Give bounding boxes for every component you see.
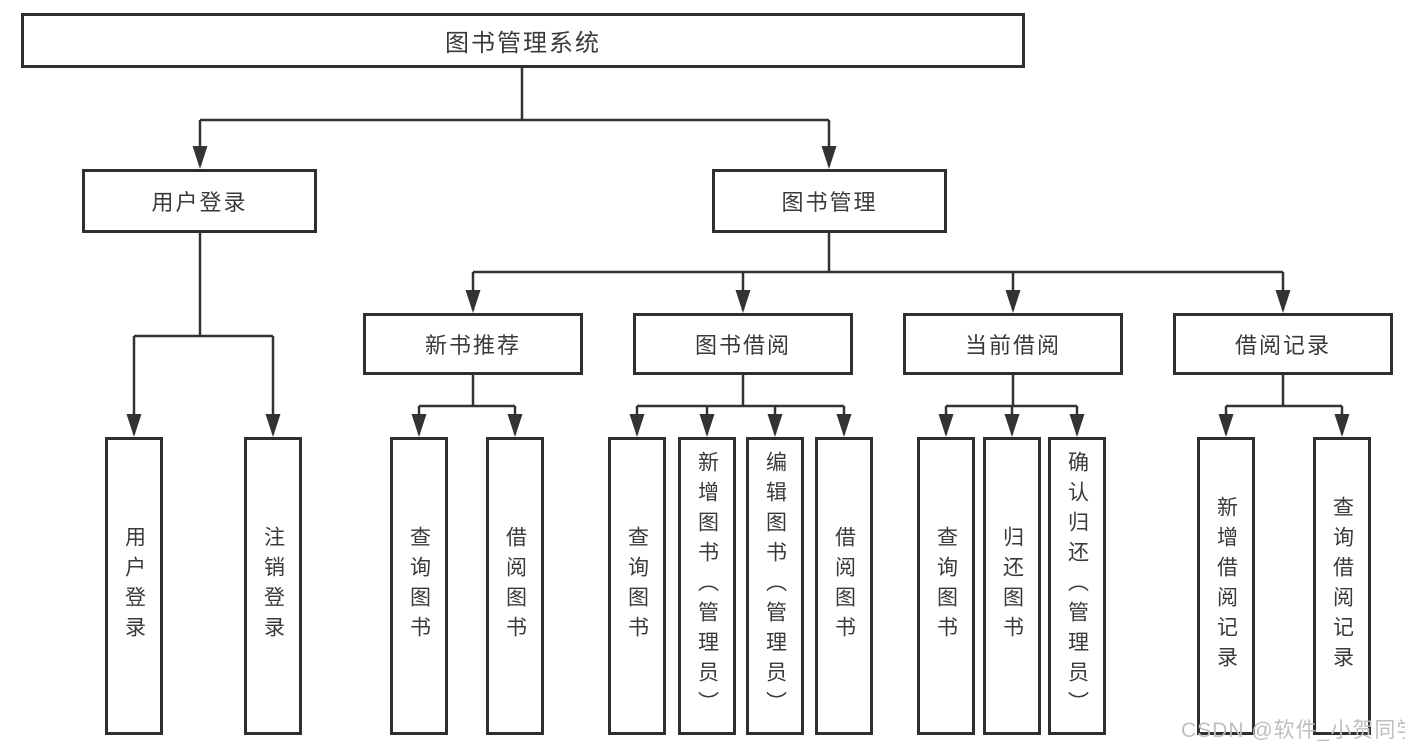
node-label: 新增图书（管理员）: [695, 451, 719, 721]
node-label: 查询图书: [625, 526, 649, 646]
leaf-logout: 注销登录: [244, 437, 302, 735]
node-book-borrowing: 图书借阅: [633, 313, 853, 375]
leaf-query-books-borrowing: 查询图书: [608, 437, 666, 735]
node-label: 归还图书: [1000, 526, 1024, 646]
leaf-query-books-recommend: 查询图书: [390, 437, 448, 735]
leaf-query-books-current: 查询图书: [917, 437, 975, 735]
node-label: 图书管理系统: [445, 30, 601, 57]
node-label: 新增借阅记录: [1214, 496, 1238, 676]
node-label: 图书借阅: [694, 333, 791, 358]
node-label: 查询图书: [407, 526, 431, 646]
node-book-management: 图书管理: [712, 169, 947, 233]
leaf-borrow-books-borrowing: 借阅图书: [815, 437, 873, 735]
node-label: 当前借阅: [964, 333, 1061, 358]
leaf-query-borrow-record: 查询借阅记录: [1313, 437, 1371, 735]
leaf-add-book-admin: 新增图书（管理员）: [678, 437, 736, 735]
node-label: 借阅记录: [1234, 333, 1331, 358]
leaf-return-books: 归还图书: [983, 437, 1041, 735]
node-label: 借阅图书: [832, 526, 856, 646]
leaf-borrow-books-recommend: 借阅图书: [486, 437, 544, 735]
leaf-confirm-return-admin: 确认归还（管理员）: [1048, 437, 1106, 735]
node-label: 用户登录: [151, 190, 248, 215]
node-new-book-recommend: 新书推荐: [363, 313, 583, 375]
node-label: 借阅图书: [503, 526, 527, 646]
node-label: 注销登录: [261, 526, 285, 646]
leaf-edit-book-admin: 编辑图书（管理员）: [746, 437, 804, 735]
csdn-watermark: CSDN @软件_小贺同学: [1181, 719, 1405, 742]
node-label: 用户登录: [122, 526, 146, 646]
node-label: 确认归还（管理员）: [1065, 451, 1089, 721]
leaf-user-login: 用户登录: [105, 437, 163, 735]
node-user-login: 用户登录: [82, 169, 317, 233]
node-label: 新书推荐: [424, 333, 521, 358]
leaf-add-borrow-record: 新增借阅记录: [1197, 437, 1255, 735]
node-label: 查询借阅记录: [1330, 496, 1354, 676]
node-label: 查询图书: [934, 526, 958, 646]
node-label: 图书管理: [781, 190, 878, 215]
node-label: 编辑图书（管理员）: [763, 451, 787, 721]
node-current-borrowing: 当前借阅: [903, 313, 1123, 375]
node-library-management-system: 图书管理系统: [21, 13, 1025, 68]
node-borrow-records: 借阅记录: [1173, 313, 1393, 375]
